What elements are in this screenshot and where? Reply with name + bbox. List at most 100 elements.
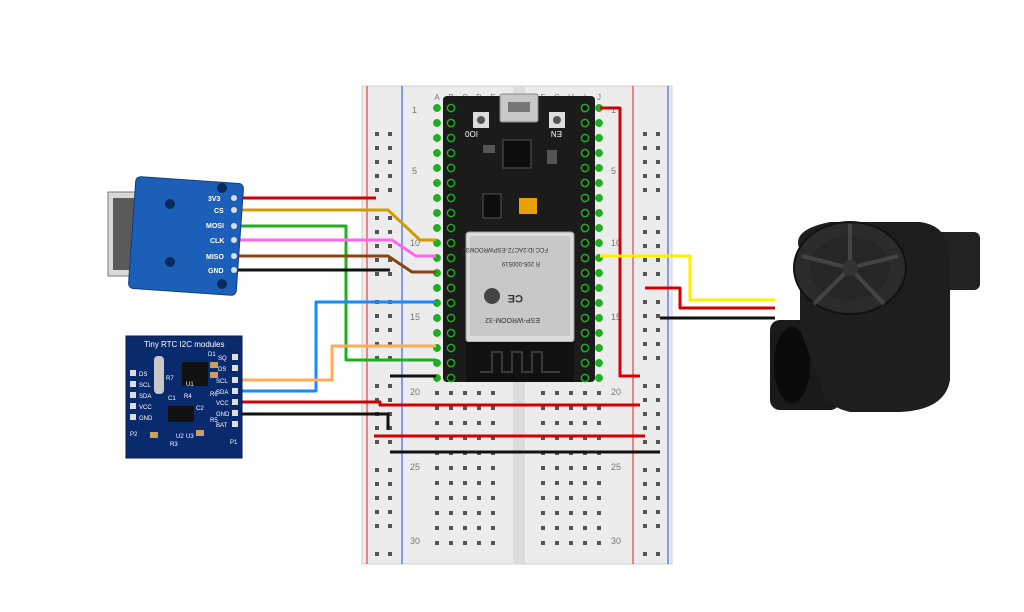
rail-hole bbox=[656, 174, 660, 178]
rail-hole bbox=[643, 468, 647, 472]
rail-hole bbox=[388, 440, 392, 444]
breadboard-hole bbox=[477, 466, 481, 470]
rail-hole bbox=[375, 258, 379, 262]
component-label: U2 bbox=[176, 434, 184, 440]
esp32-pin bbox=[446, 328, 456, 338]
esp32-pin bbox=[580, 193, 590, 203]
rail-hole bbox=[388, 132, 392, 136]
breadboard-hole bbox=[449, 406, 453, 410]
breadboard-hole bbox=[435, 481, 439, 485]
rail-hole bbox=[643, 510, 647, 514]
esp32-pin bbox=[433, 179, 441, 187]
breadboard-hole bbox=[541, 481, 545, 485]
rail-hole bbox=[388, 328, 392, 332]
crystal bbox=[154, 356, 164, 394]
rail-hole bbox=[656, 314, 660, 318]
esp32-pin bbox=[446, 103, 456, 113]
mounting-hole bbox=[165, 199, 175, 209]
esp32-pin bbox=[446, 343, 456, 353]
wires bbox=[238, 106, 775, 454]
pin-pad bbox=[231, 253, 237, 259]
rail-hole bbox=[643, 552, 647, 556]
row-numbers-left: 1 5 10 15 20 25 30 bbox=[410, 105, 420, 546]
esp32-pin bbox=[580, 283, 590, 293]
breadboard-hole bbox=[463, 421, 467, 425]
breadboard-hole bbox=[555, 406, 559, 410]
pin-pad bbox=[130, 403, 136, 409]
rtc-board bbox=[125, 335, 243, 459]
breadboard-hole bbox=[583, 541, 587, 545]
component-label: R5 bbox=[210, 418, 218, 424]
breadboard-hole bbox=[435, 391, 439, 395]
rail-hole bbox=[388, 146, 392, 150]
esp32-board: IO0 EN FCC ID:2AC7Z-ESPWROOM32 R 205-000… bbox=[433, 93, 603, 383]
breadboard-hole bbox=[491, 466, 495, 470]
breadboard-hole bbox=[597, 406, 601, 410]
rail-hole bbox=[643, 328, 647, 332]
rail-hole bbox=[656, 244, 660, 248]
rail-hole bbox=[375, 272, 379, 276]
row-number: 5 bbox=[412, 166, 417, 176]
breadboard-hole bbox=[435, 466, 439, 470]
breadboard-hole bbox=[555, 436, 559, 440]
rail-hole bbox=[643, 146, 647, 150]
rail-hole bbox=[643, 244, 647, 248]
rail-hole bbox=[656, 342, 660, 346]
esp32-pin bbox=[446, 268, 456, 278]
breadboard-hole bbox=[555, 391, 559, 395]
pin-label: VCC bbox=[139, 405, 152, 411]
breadboard-hole bbox=[555, 421, 559, 425]
breadboard-hole bbox=[569, 496, 573, 500]
rail-hole bbox=[643, 272, 647, 276]
rail-hole bbox=[375, 314, 379, 318]
rail-hole bbox=[388, 524, 392, 528]
breadboard-hole bbox=[583, 391, 587, 395]
breadboard-hole bbox=[463, 466, 467, 470]
esp32-pin bbox=[595, 209, 603, 217]
rail-hole bbox=[643, 132, 647, 136]
esp32-pin bbox=[433, 314, 441, 322]
rail-hole bbox=[375, 398, 379, 402]
pin-label: BAT bbox=[216, 423, 228, 429]
row-number: 15 bbox=[611, 312, 621, 322]
rail-hole bbox=[643, 412, 647, 416]
rail-hole bbox=[656, 384, 660, 388]
rail-hole bbox=[388, 230, 392, 234]
breadboard-hole bbox=[491, 406, 495, 410]
rail-hole bbox=[643, 356, 647, 360]
rail-hole bbox=[375, 356, 379, 360]
module-text-r: R 205-000519 bbox=[501, 260, 540, 266]
esp32-pin-headers bbox=[433, 103, 603, 383]
eeprom-chip bbox=[168, 406, 194, 422]
esp32-pin bbox=[595, 239, 603, 247]
wire-sda-orange bbox=[240, 344, 436, 382]
breadboard-hole bbox=[541, 496, 545, 500]
row-numbers-right: 1 5 10 15 20 25 30 bbox=[611, 105, 621, 546]
pin-label: MISO bbox=[206, 254, 224, 261]
pin-label: SCL bbox=[139, 383, 151, 389]
wire-cs-orange bbox=[238, 208, 436, 242]
component-label: D1 bbox=[208, 352, 216, 358]
rail-hole bbox=[656, 552, 660, 556]
rail-hole bbox=[388, 384, 392, 388]
breadboard-hole bbox=[477, 421, 481, 425]
breadboard-hole bbox=[477, 481, 481, 485]
rail-hole bbox=[643, 174, 647, 178]
breadboard-hole bbox=[463, 391, 467, 395]
rail-hole bbox=[388, 426, 392, 430]
rail-hole bbox=[656, 160, 660, 164]
pin-label: CLK bbox=[210, 238, 224, 245]
breadboard-hole bbox=[463, 541, 467, 545]
breadboard-hole bbox=[449, 496, 453, 500]
breadboard-hole bbox=[583, 406, 587, 410]
breadboard-hole bbox=[583, 466, 587, 470]
breadboard-hole bbox=[541, 436, 545, 440]
rail-hole bbox=[375, 426, 379, 430]
breadboard-hole bbox=[435, 421, 439, 425]
wire-clk-pink bbox=[238, 238, 436, 258]
pin-pad bbox=[130, 392, 136, 398]
mounting-hole bbox=[217, 183, 227, 193]
breadboard-hole bbox=[597, 526, 601, 530]
esp32-pin bbox=[595, 344, 603, 352]
wire-miso-brown bbox=[238, 254, 436, 274]
